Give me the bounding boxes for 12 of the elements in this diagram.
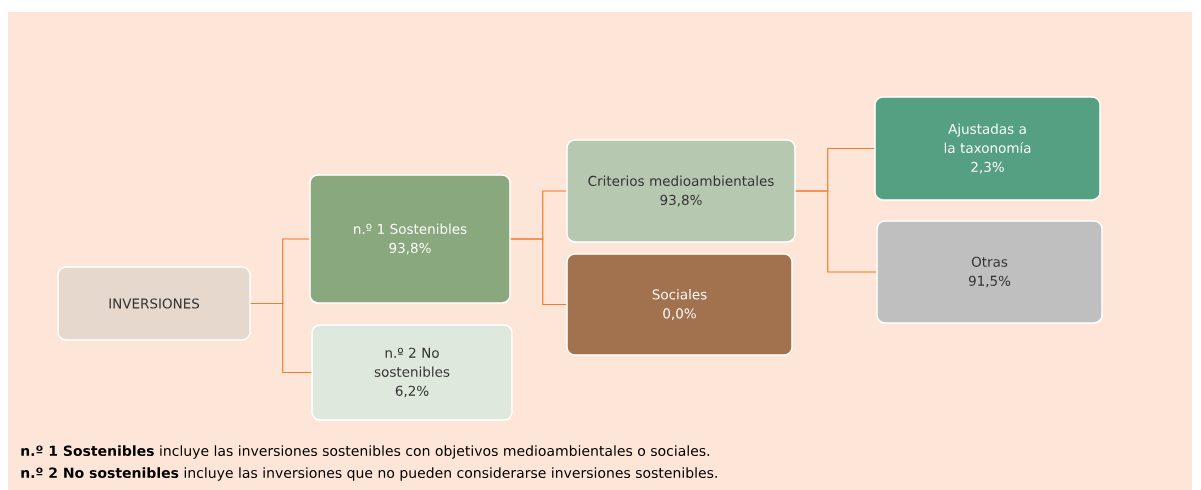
connector	[250, 302, 312, 374]
note: n.º 2 No sostenibles incluye las inversiones que no pueden considerarse inversiones sostenibles.	[21, 467, 717, 481]
connector	[795, 190, 877, 273]
connector	[510, 238, 567, 306]
box: Otras 91,5%	[876, 220, 1103, 324]
box: INVERSIONES	[57, 266, 251, 341]
box: n.º 1 Sostenibles 93,8%	[309, 174, 511, 304]
box: Criterios medioambientales 93,8%	[566, 139, 796, 243]
box: Ajustadas a la taxonomía 2,3%	[874, 96, 1101, 201]
note: n.º 1 Sostenibles incluye las inversiones sostenibles con objetivos medioambientales o sociales.	[21, 445, 710, 459]
box: Sociales 0,0%	[566, 253, 793, 356]
box: n.º 2 No sostenibles 6,2%	[311, 324, 513, 421]
